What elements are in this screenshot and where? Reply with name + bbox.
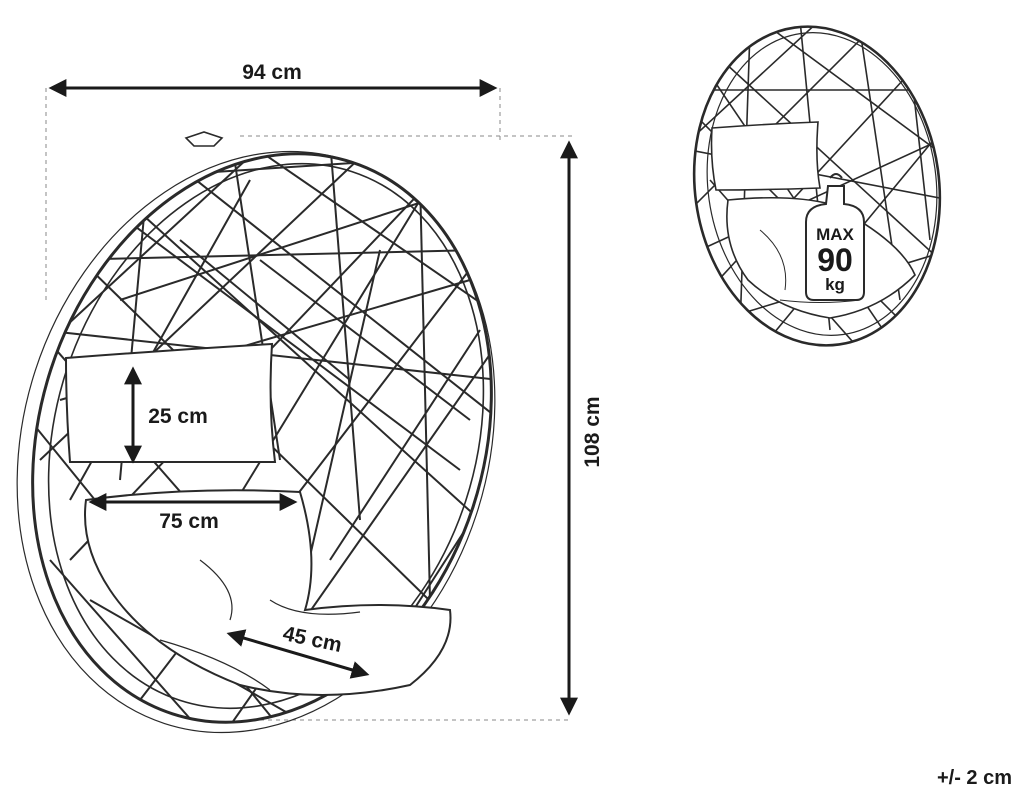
weight-value: 90	[817, 242, 853, 278]
max-weight-badge: MAX 90 kg	[805, 173, 865, 301]
pillow-height-label: 25 cm	[148, 405, 208, 428]
egg-chair-weight-view: MAX 90 kg	[689, 19, 951, 351]
seat-cushion	[84, 489, 452, 696]
weight-max-label: MAX	[816, 225, 854, 244]
seat-depth-arrow	[226, 629, 370, 679]
hook-icon	[184, 131, 224, 147]
egg-chair-front-view	[16, 109, 521, 741]
small-back-pillow	[710, 121, 821, 191]
weight-unit: kg	[825, 275, 845, 294]
dimension-arrows	[48, 79, 578, 716]
guide-lines	[45, 88, 572, 721]
back-pillow	[64, 342, 277, 464]
seat-width-label: 75 cm	[159, 510, 219, 533]
width-label: 94 cm	[242, 61, 302, 84]
height-label: 108 cm	[581, 396, 604, 467]
tolerance-note: +/- 2 cm	[937, 767, 1012, 789]
weight-handle-icon	[829, 173, 843, 179]
